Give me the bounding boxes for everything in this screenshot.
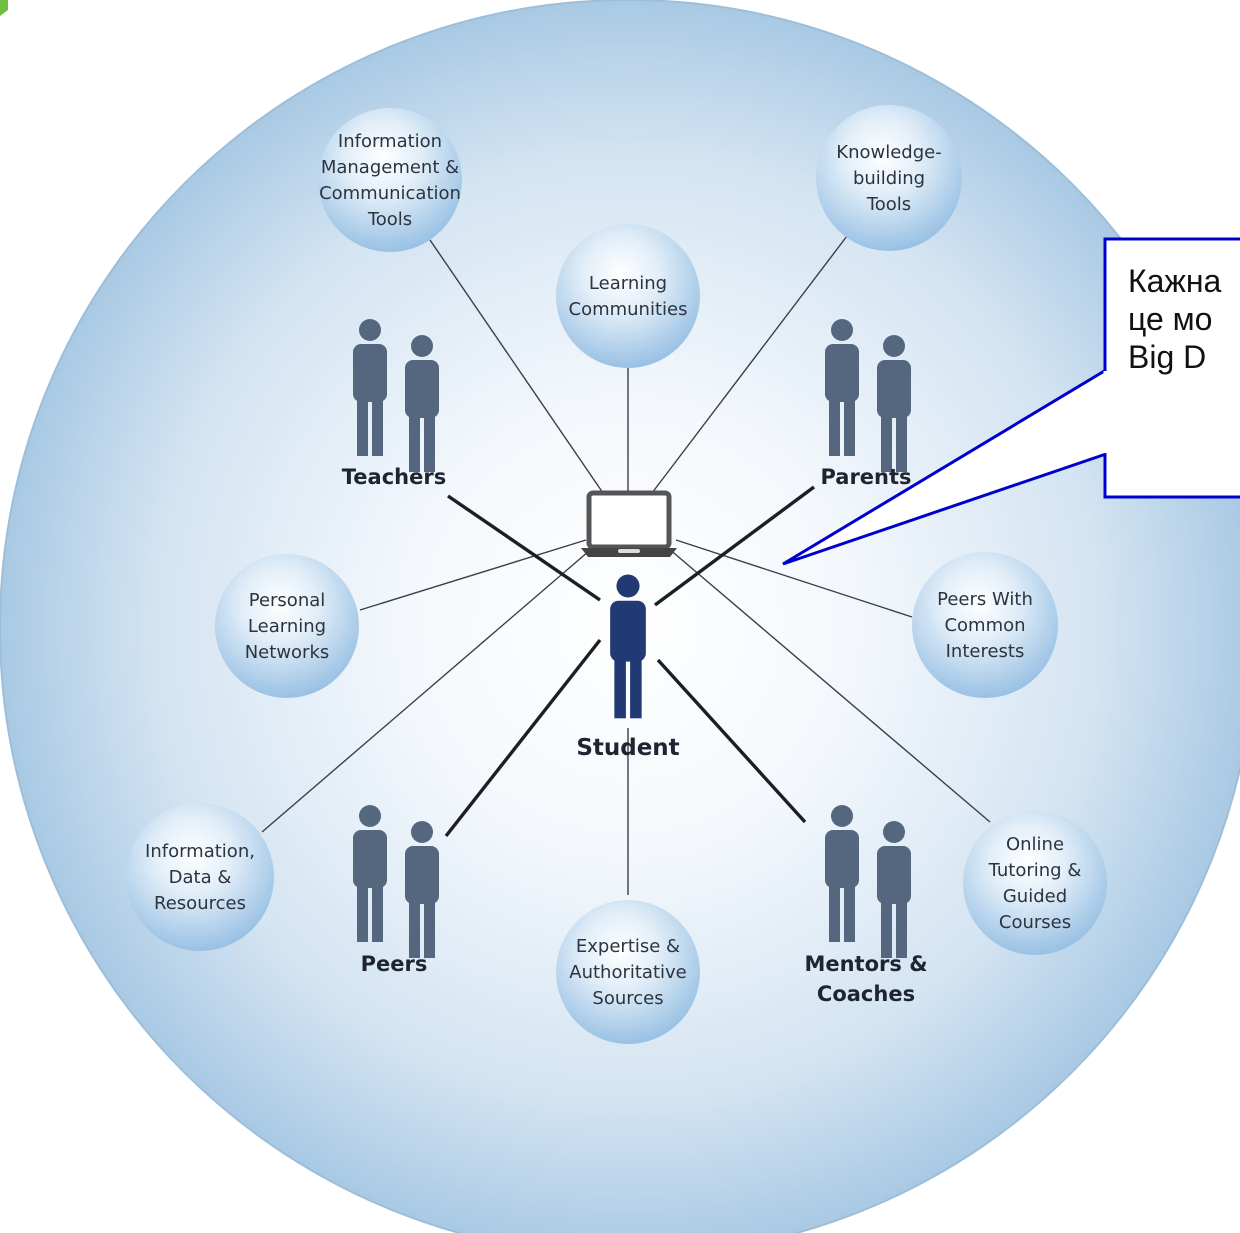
person-icon: [405, 335, 439, 472]
callout-text: Кажна це мо Big D: [1128, 262, 1240, 376]
node-label-line: Personal: [249, 590, 326, 611]
node-label-line: Learning: [589, 273, 667, 294]
connector-line: [429, 239, 604, 494]
node-circle: [912, 552, 1058, 698]
node-label-line: Authoritative: [569, 962, 686, 983]
people-label-line: Mentors &: [804, 952, 927, 976]
node-label-line: Data &: [169, 867, 232, 888]
student-figure: [610, 574, 646, 719]
node-label-line: Guided: [1003, 886, 1067, 907]
callout-box: [782, 237, 1240, 566]
person-icon: [877, 335, 911, 472]
node-information-data-resources: Information, Data & Resources: [126, 803, 274, 951]
callout-line: це мо: [1128, 301, 1213, 337]
node-label-line: Tutoring &: [988, 860, 1082, 881]
people-label-line: Coaches: [817, 982, 915, 1006]
node-circle: [318, 108, 462, 252]
node-label-line: Common: [944, 615, 1025, 636]
node-label-line: Courses: [999, 912, 1071, 933]
connector-line-strong: [653, 485, 816, 607]
people-label-line: Teachers: [342, 465, 446, 489]
node-label-line: Expertise &: [576, 936, 680, 957]
node-label-line: Communication: [319, 183, 461, 204]
group-peers: Peers: [353, 805, 439, 976]
connector-line: [675, 539, 913, 618]
people-label-line: Parents: [820, 465, 911, 489]
group-teachers: Teachers: [342, 319, 446, 489]
corner-mark: [0, 0, 8, 16]
node-circle: [126, 803, 274, 951]
person-icon: [877, 821, 911, 958]
connector-line-strong: [444, 638, 602, 838]
node-circle: [963, 811, 1107, 955]
node-label-line: Learning: [248, 616, 326, 637]
callout-line: Кажна: [1128, 263, 1222, 299]
node-label-line: Knowledge-: [836, 142, 941, 163]
node-label-line: Networks: [245, 642, 330, 663]
node-circle: [816, 105, 962, 251]
person-icon: [825, 319, 859, 456]
student-label: Student: [576, 735, 679, 761]
laptop-icon: [581, 490, 677, 557]
node-label-line: Management &: [321, 157, 459, 178]
person-icon: [825, 805, 859, 942]
node-label-line: Interests: [946, 641, 1025, 662]
student-icon: [610, 574, 646, 719]
node-label-line: Tools: [866, 194, 911, 215]
connector-line: [261, 544, 597, 833]
connector-line-strong: [656, 658, 807, 824]
connector-line: [651, 235, 848, 494]
person-icon: [353, 319, 387, 456]
node-circle: [556, 900, 700, 1044]
node-circle: [556, 224, 700, 368]
node-label-line: Information,: [145, 841, 255, 862]
node-label-line: Communities: [569, 299, 688, 320]
person-icon: [353, 805, 387, 942]
person-icon: [405, 821, 439, 958]
connector-line: [667, 547, 991, 823]
node-circle: [215, 554, 359, 698]
connector-line: [359, 539, 587, 611]
people-label-line: Peers: [361, 952, 428, 976]
node-label-line: Information: [338, 131, 442, 152]
node-label-line: Tools: [367, 209, 412, 230]
connector-line-strong: [447, 494, 601, 602]
node-label-line: Resources: [154, 893, 246, 914]
group-parents: Parents: [820, 319, 912, 489]
node-label-line: building: [853, 168, 925, 189]
group-mentors-coaches: Mentors & Coaches: [804, 805, 928, 1006]
node-label-line: Sources: [592, 988, 663, 1009]
node-label-line: Online: [1006, 834, 1064, 855]
connector-lines: [261, 235, 991, 895]
node-label-line: Peers With: [937, 589, 1033, 610]
callout-line: Big D: [1128, 339, 1207, 375]
